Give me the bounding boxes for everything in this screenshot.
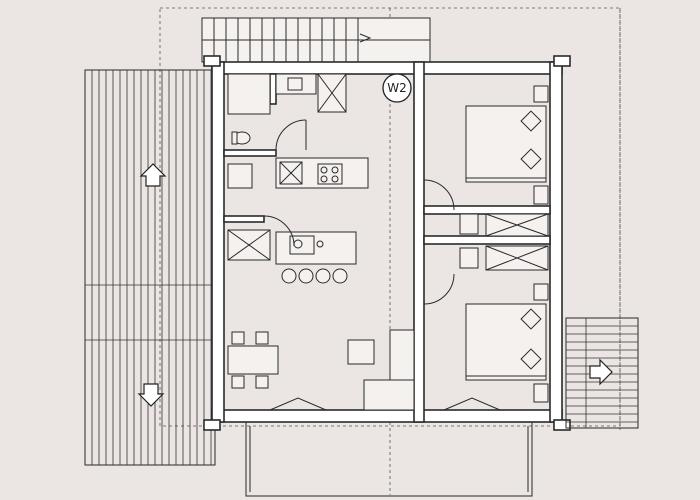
bedroom-top: [423, 85, 549, 237]
toilet-icon: [231, 131, 251, 145]
bedroom-bottom: [423, 245, 549, 403]
bottom-doors: [269, 397, 501, 411]
bathroom: [227, 73, 347, 151]
dining-table: [227, 331, 279, 389]
arrow-right-icon: [589, 358, 613, 386]
bar-stools: [281, 268, 348, 284]
arrow-up-icon: [139, 163, 167, 187]
property-outline: [159, 7, 621, 495]
bottom-balcony: [245, 421, 533, 497]
living-sofa: [347, 329, 415, 411]
interior-walls: [223, 61, 551, 423]
arrow-down-icon: [137, 383, 165, 407]
wall-marker-w2: W2: [382, 73, 412, 103]
kitchen: [227, 157, 369, 265]
exterior-walls: [203, 55, 571, 431]
top-staircase: [201, 17, 431, 63]
wall-marker-label: W2: [387, 81, 407, 95]
